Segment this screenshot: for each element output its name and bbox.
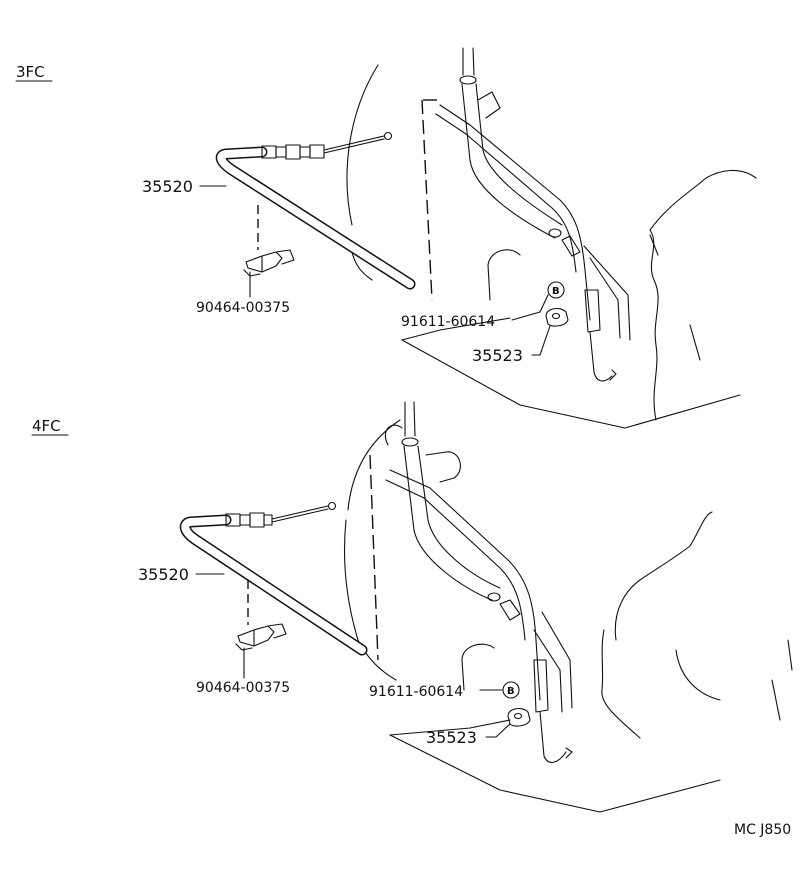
label-bracket: 35523 bbox=[472, 346, 523, 365]
label-clip: 90464-00375 bbox=[196, 300, 290, 316]
transmission-control-cable bbox=[215, 131, 416, 290]
cable-clip bbox=[243, 249, 295, 277]
leader-line bbox=[495, 723, 511, 738]
cable-bracket bbox=[545, 307, 569, 327]
bolt-marker-circle bbox=[547, 281, 565, 299]
fill-tube bbox=[401, 401, 501, 602]
bolt-marker: B bbox=[507, 686, 515, 697]
cable-clip bbox=[235, 623, 287, 651]
bolt-marker: B bbox=[552, 286, 560, 297]
transmission-control-cable bbox=[179, 501, 368, 656]
leader-line bbox=[539, 294, 549, 313]
transmission-housing bbox=[343, 419, 793, 813]
label-cable: 35520 bbox=[142, 177, 193, 196]
section-title: 3FC bbox=[16, 63, 45, 81]
section-4fc: 4FC bbox=[31, 401, 793, 813]
label-bolt: 91611-60614 bbox=[369, 684, 463, 700]
bolt-marker-circle bbox=[502, 681, 520, 699]
leader-dashed bbox=[421, 99, 433, 301]
label-bolt: 91611-60614 bbox=[401, 314, 495, 330]
fill-tube bbox=[459, 47, 563, 239]
label-bracket: 35523 bbox=[426, 728, 477, 747]
leader-line bbox=[539, 325, 551, 356]
housing-cable bbox=[435, 104, 617, 382]
section-title: 4FC bbox=[32, 417, 61, 435]
label-clip: 90464-00375 bbox=[196, 680, 290, 696]
leader-line bbox=[511, 311, 541, 321]
cable-bracket bbox=[507, 707, 531, 727]
leader-dashed bbox=[369, 454, 379, 661]
section-3fc: 3FC bbox=[15, 47, 757, 429]
housing-cable bbox=[385, 469, 573, 763]
transmission-housing bbox=[346, 64, 757, 429]
label-cable: 35520 bbox=[138, 565, 189, 584]
reference-code: MC J850 bbox=[734, 822, 791, 838]
